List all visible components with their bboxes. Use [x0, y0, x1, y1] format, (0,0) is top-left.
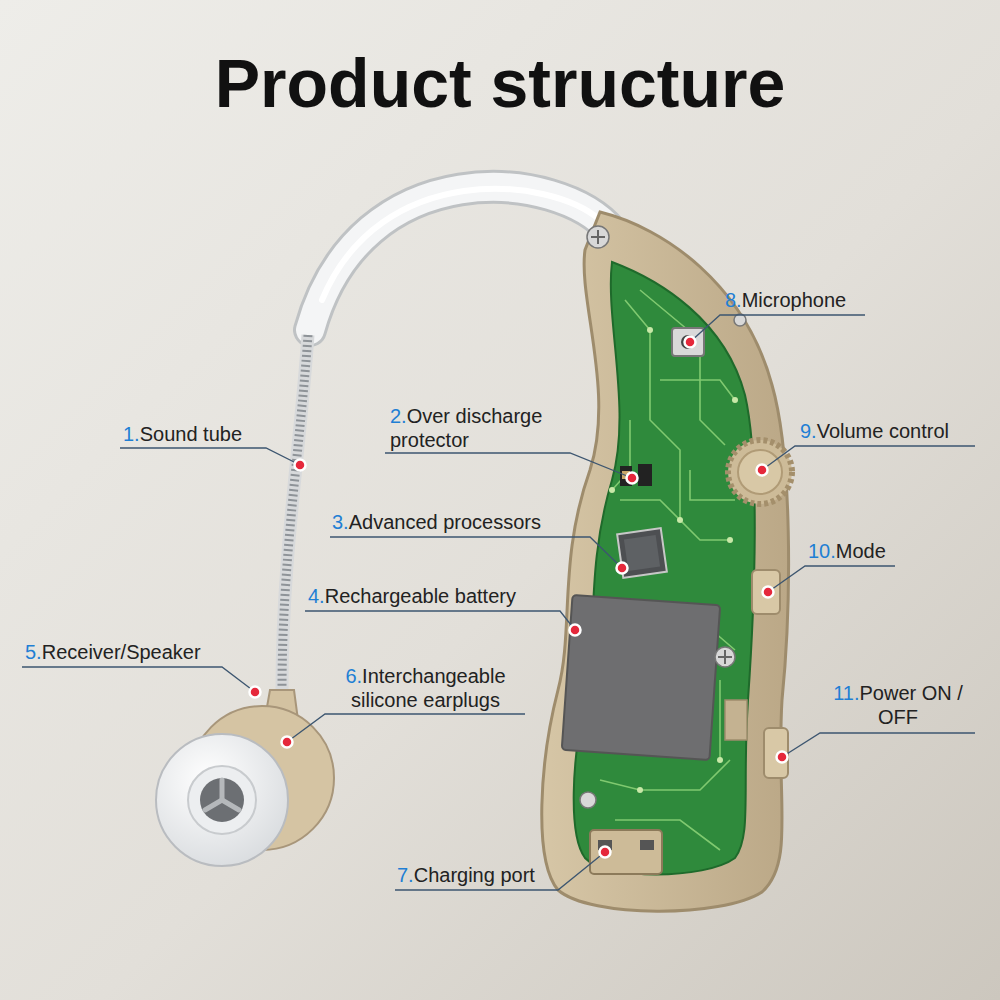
processor-chip: [617, 528, 667, 578]
callout-label: 11.Power ON / OFF: [822, 681, 974, 729]
pcb-traces: [600, 290, 735, 850]
ear-hook: [310, 187, 612, 330]
part-name: Interchangeable silicone earplugs: [351, 665, 506, 711]
callout-number: 6.: [345, 665, 362, 687]
part-name: Charging port: [414, 864, 535, 886]
callout-number: 1.: [123, 423, 140, 445]
screw-slots: [591, 230, 732, 664]
part-name: Receiver/Speaker: [42, 641, 201, 663]
housing: [542, 212, 789, 911]
marker-dots: [250, 337, 788, 858]
callout-label: 5.Receiver/Speaker: [25, 640, 201, 664]
ear-hook-inner: [310, 187, 612, 330]
screws: [580, 226, 746, 808]
callout-label: 3.Advanced processors: [332, 510, 541, 534]
callout-label: 9.Volume control: [800, 419, 949, 443]
earplug-ring: [188, 766, 256, 834]
callout-label: 2.Over discharge protector: [390, 404, 575, 452]
callout-label: 6.Interchangeable silicone earplugs: [328, 664, 523, 712]
callout-number: 3.: [332, 511, 349, 533]
page-title: Product structure: [0, 44, 1000, 122]
sound-tube-pattern: [282, 335, 308, 690]
part-name: Volume control: [817, 420, 949, 442]
switch-block: [725, 700, 747, 740]
earplug: [156, 734, 288, 866]
mode-button: [752, 570, 780, 614]
power-switch: [764, 728, 788, 778]
earplug-hole: [200, 778, 244, 822]
callout-number: 5.: [25, 641, 42, 663]
circuit-board: [574, 262, 755, 875]
callout-label: 4.Rechargeable battery: [308, 584, 516, 608]
callout-number: 11.: [833, 682, 859, 704]
charging-port: [590, 830, 662, 874]
callout-label: 8.Microphone: [725, 288, 846, 312]
sound-tube: [282, 335, 308, 690]
callout-label: 10.Mode: [808, 539, 886, 563]
part-name: Over discharge protector: [390, 405, 542, 451]
battery: [562, 595, 720, 760]
microphone: [672, 328, 704, 356]
callout-number: 8.: [725, 289, 742, 311]
part-name: Microphone: [742, 289, 847, 311]
part-name: Rechargeable battery: [325, 585, 516, 607]
callout-label: 1.Sound tube: [123, 422, 242, 446]
part-name: Sound tube: [140, 423, 242, 445]
callout-number: 7.: [397, 864, 414, 886]
part-name: Mode: [836, 540, 886, 562]
earplug-grille: [205, 780, 239, 810]
part-name: Power ON / OFF: [859, 682, 962, 728]
callout-label: 7.Charging port: [397, 863, 535, 887]
volume-wheel: [728, 440, 792, 504]
callout-number: 10.: [808, 540, 836, 562]
part-name: Advanced processors: [349, 511, 541, 533]
callout-number: 2.: [390, 405, 407, 427]
callout-number: 9.: [800, 420, 817, 442]
ear-hook-shine: [322, 189, 600, 300]
callout-number: 4.: [308, 585, 325, 607]
leader-lines: [22, 315, 975, 890]
